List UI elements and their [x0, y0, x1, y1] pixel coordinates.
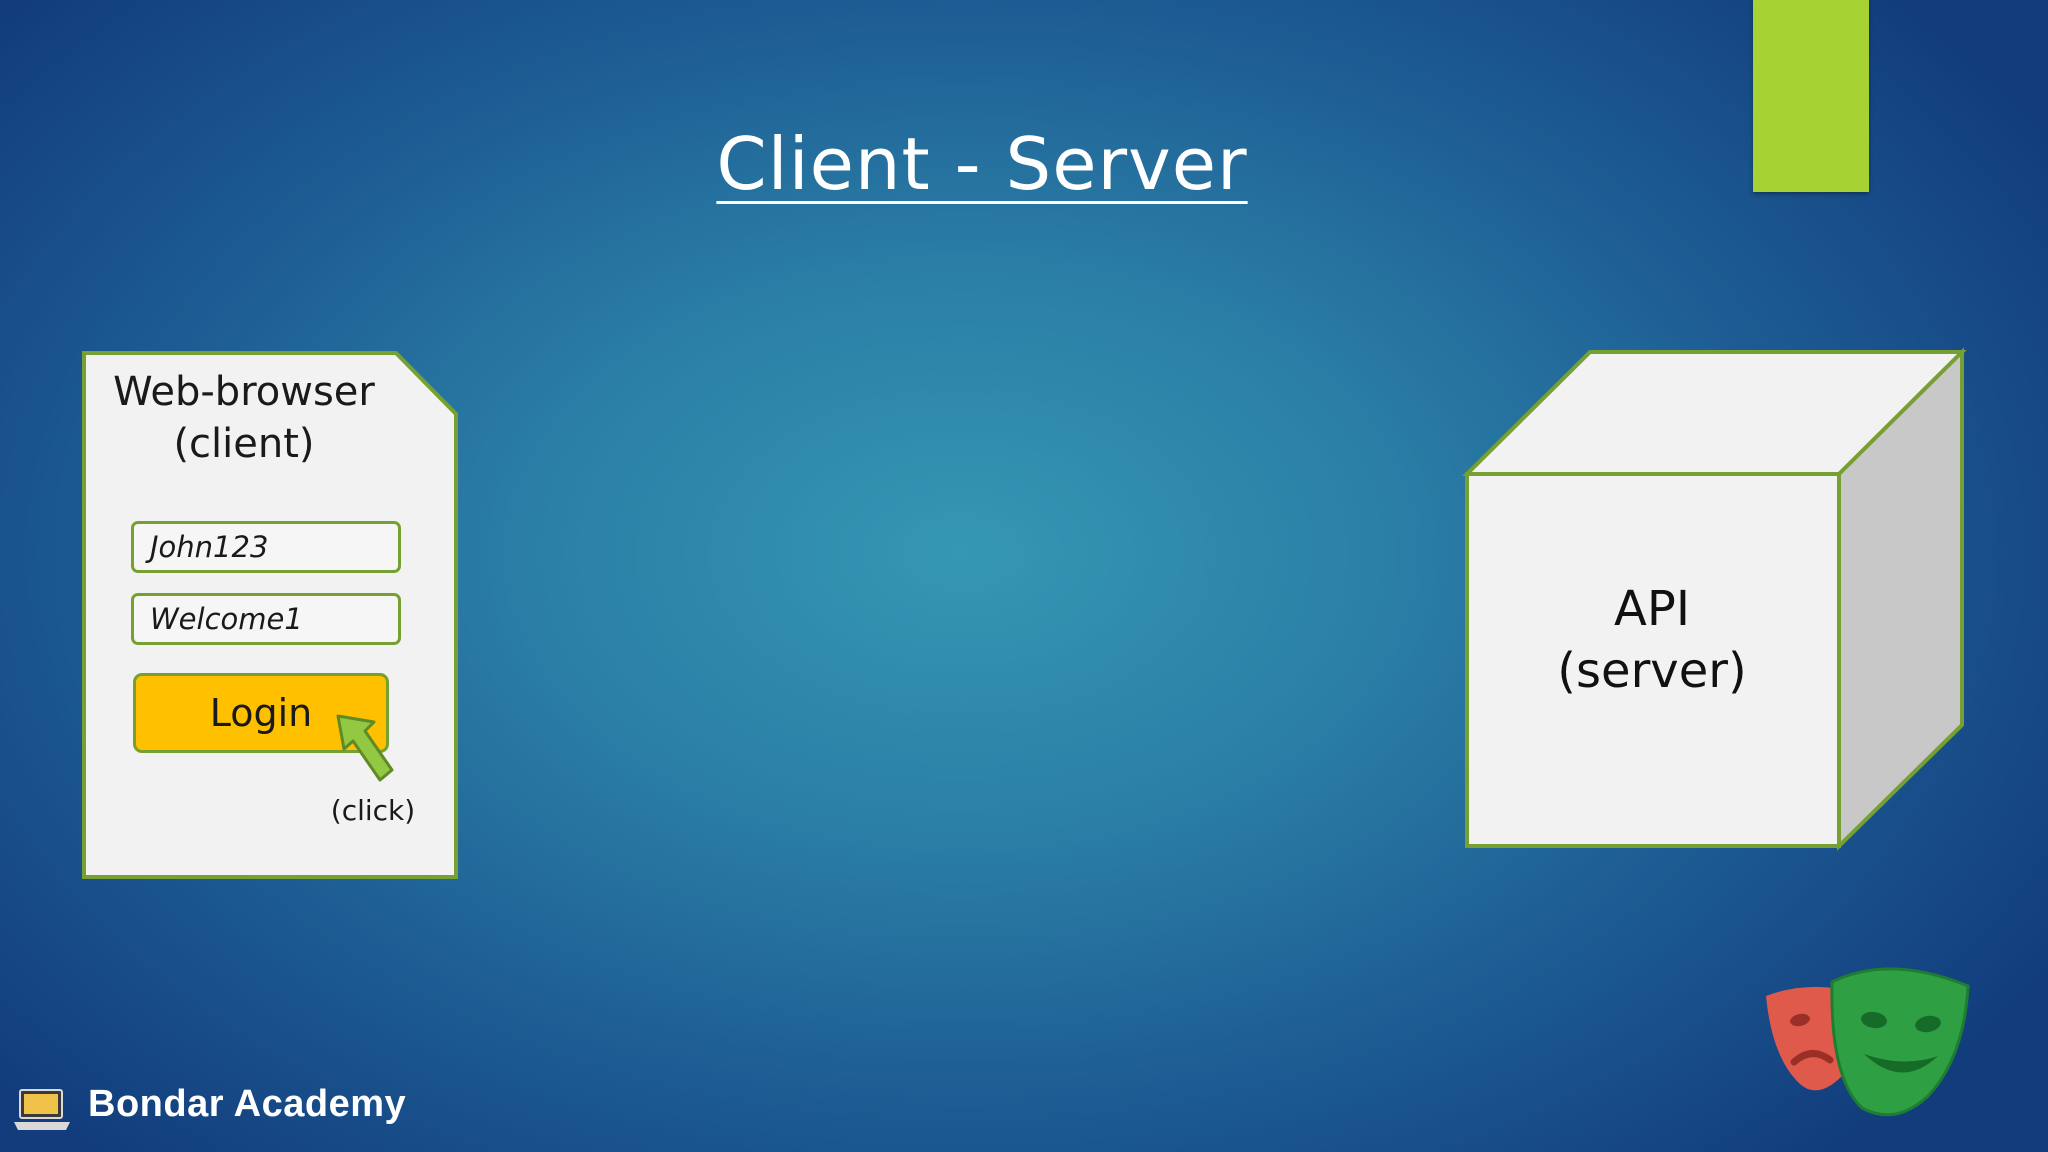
- username-field[interactable]: John123: [131, 521, 401, 573]
- arrow-cursor-icon: [336, 714, 394, 782]
- accent-bar: [1753, 0, 1869, 192]
- slide-title: Client - Server: [716, 122, 1248, 206]
- server-label-line1: API: [1614, 581, 1690, 637]
- browser-title-line1: Web-browser: [113, 369, 375, 415]
- laptop-icon: [14, 1089, 70, 1130]
- password-field[interactable]: Welcome1: [131, 593, 401, 645]
- theater-masks-icon: [1766, 967, 1970, 1117]
- browser-title: Web-browser (client): [84, 366, 404, 470]
- server-label-line2: (server): [1557, 643, 1747, 699]
- click-label: (click): [330, 794, 416, 827]
- brand-name: Bondar Academy: [88, 1083, 407, 1125]
- server-cube-front: [1465, 472, 1841, 848]
- browser-title-line2: (client): [173, 421, 315, 467]
- server-label: API (server): [1467, 578, 1837, 702]
